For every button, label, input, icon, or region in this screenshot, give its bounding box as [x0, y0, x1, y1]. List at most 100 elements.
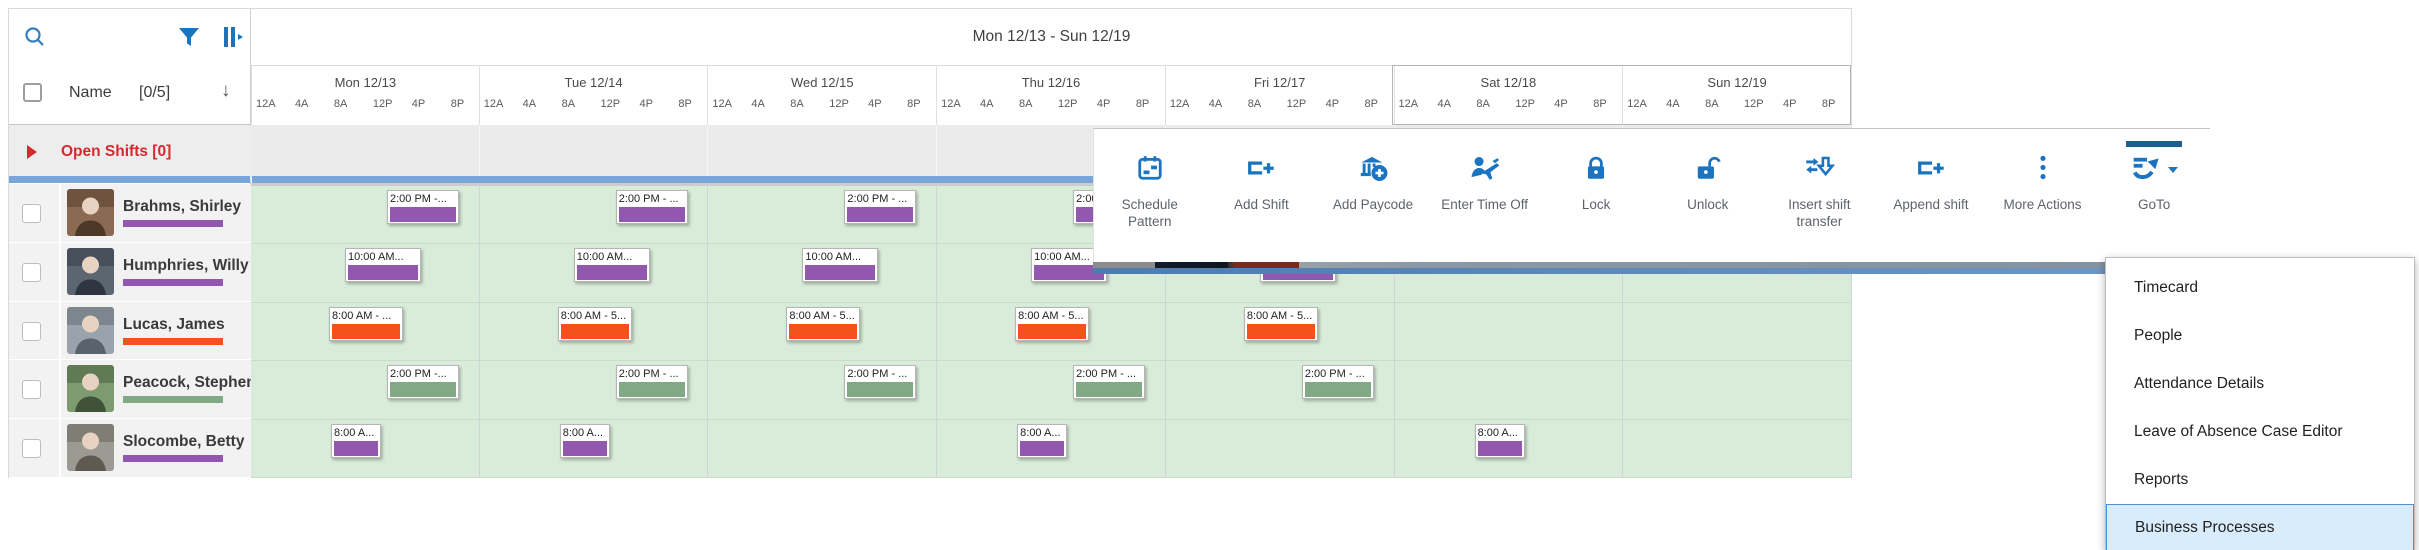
menu-item-timecard[interactable]: Timecard [2134, 279, 2199, 296]
append-shift-button[interactable]: Append shift [1875, 129, 1987, 262]
hour-tick: 12P [1515, 98, 1535, 110]
day-label: Wed 12/15 [790, 75, 854, 90]
shift-color-bar [1304, 382, 1371, 398]
shift-block[interactable]: 2:00 PM - ... [1073, 365, 1146, 400]
day-column[interactable] [480, 186, 709, 478]
employee-row[interactable]: Peacock, Stephen [9, 360, 256, 420]
employee-row[interactable]: Humphries, Willy [9, 242, 251, 302]
shift-time-label: 2:00 PM - ... [847, 193, 908, 205]
day-column[interactable] [1166, 186, 1395, 478]
hour-tick: 8A [333, 98, 348, 110]
shift-time-label: 10:00 AM... [1034, 251, 1090, 264]
insert-shift-transfer-button[interactable]: Insert shift transfer [1764, 129, 1876, 262]
menu-item-people[interactable]: People [2134, 327, 2183, 344]
employee-checkbox[interactable] [22, 262, 41, 282]
shift-block[interactable]: 2:00 PM - ... [1301, 365, 1374, 400]
hour-tick: 12A [941, 98, 961, 110]
day-divider [707, 125, 709, 180]
select-all-checkbox[interactable] [23, 83, 42, 102]
shift-block[interactable]: 2:00 PM - ... [844, 190, 917, 224]
shift-block[interactable]: 8:00 A... [1474, 423, 1525, 458]
toolbar-button-label: Lock [1581, 197, 1611, 212]
insert-shift-transfer-icon [1803, 153, 1836, 188]
shift-block[interactable]: 2:00 PM - ... [615, 365, 688, 400]
add-paycode-button[interactable]: Add Paycode [1317, 129, 1429, 262]
shift-block[interactable]: 8:00 AM - 5... [557, 306, 632, 341]
shift-block[interactable]: 8:00 AM - 5... [1015, 306, 1090, 341]
shift-block[interactable]: 8:00 AM - 5... [786, 306, 861, 341]
unlock-button[interactable]: Unlock [1652, 129, 1764, 262]
day-label: Sun 12/19 [1707, 75, 1767, 90]
avatar [67, 365, 114, 413]
checkbox-cell [9, 184, 61, 242]
shift-time-label: 8:00 AM - 5... [1018, 309, 1084, 322]
shift-block[interactable]: 8:00 AM - 5... [1243, 306, 1318, 341]
menu-item-reports[interactable]: Reports [2134, 471, 2189, 488]
shift-block[interactable]: 2:00 PM -... [387, 365, 459, 400]
hour-tick: 12P [372, 98, 393, 110]
open-shifts-row[interactable]: Open Shifts [0] [9, 125, 251, 180]
shift-block[interactable]: 8:00 A... [1017, 423, 1068, 458]
shift-block[interactable]: 10:00 AM... [573, 248, 650, 283]
employee-checkbox[interactable] [22, 204, 41, 223]
shift-color-bar [1034, 265, 1105, 281]
employee-checkbox[interactable] [22, 380, 41, 400]
employee-row[interactable]: Lucas, James [9, 301, 251, 361]
goto-button[interactable]: GoTo [2098, 129, 2210, 262]
search-icon[interactable] [21, 23, 49, 51]
enter-time-off-button[interactable]: Enter Time Off [1429, 129, 1541, 262]
add-shift-button[interactable]: Add Shift [1206, 129, 1318, 262]
shift-color-bar [562, 440, 607, 456]
shift-block[interactable]: 2:00 PM - ... [615, 190, 688, 224]
shift-time-label: 2:00 PM - ... [1076, 368, 1137, 381]
shift-block[interactable]: 8:00 A... [331, 423, 381, 458]
shift-time-label: 2:00 PM -... [390, 368, 447, 381]
menu-item-leave-of-absence-case-editor[interactable]: Leave of Absence Case Editor [2134, 423, 2343, 440]
shift-color-bar [334, 440, 378, 456]
menu-item-business-processes[interactable]: Business Processes [2106, 504, 2414, 550]
toolbar-button-label: GoTo [2138, 197, 2171, 212]
column-selector-icon[interactable] [217, 23, 247, 51]
day-column[interactable] [251, 186, 480, 478]
day-column[interactable] [1623, 186, 1852, 478]
day-column[interactable] [1395, 186, 1624, 478]
shift-block[interactable]: 2:00 PM - ... [844, 365, 917, 400]
employee-checkbox[interactable] [22, 439, 41, 459]
hour-tick: 4A [1666, 98, 1680, 110]
enter-time-off-icon [1468, 154, 1502, 187]
shift-block[interactable]: 2:00 PM -... [387, 190, 459, 224]
hour-tick: 12P [829, 98, 849, 110]
schedule-pattern-button[interactable]: Schedule Pattern [1094, 129, 1206, 262]
menu-item-attendance-details[interactable]: Attendance Details [2134, 375, 2265, 392]
shift-block[interactable]: 8:00 A... [559, 423, 610, 458]
employee-checkbox[interactable] [22, 321, 41, 341]
toolbar-button-label: Append shift [1893, 197, 1969, 212]
shift-color-bar [618, 207, 685, 222]
day-column[interactable] [937, 186, 1166, 478]
checkbox-cell [9, 360, 61, 419]
shift-color-bar [805, 265, 876, 281]
shift-block[interactable]: 10:00 AM... [802, 248, 879, 283]
lock-button[interactable]: Lock [1540, 129, 1652, 262]
expand-open-shifts-icon[interactable] [27, 145, 37, 159]
down-arrow-icon[interactable]: ↓ [221, 80, 231, 101]
checkbox-cell [9, 301, 61, 360]
more-actions-button[interactable]: More Actions [1987, 129, 2099, 262]
employee-row[interactable]: Brahms, Shirley [9, 184, 251, 243]
filter-icon[interactable] [175, 23, 203, 51]
shift-block[interactable]: 10:00 AM... [345, 248, 421, 283]
shift-block[interactable]: 8:00 AM - ... [329, 306, 403, 341]
shift-color-bar [618, 382, 685, 398]
day-column[interactable] [708, 186, 938, 478]
hour-tick: 12P [600, 98, 621, 110]
employee-row[interactable]: Slocombe, Betty [9, 419, 251, 478]
